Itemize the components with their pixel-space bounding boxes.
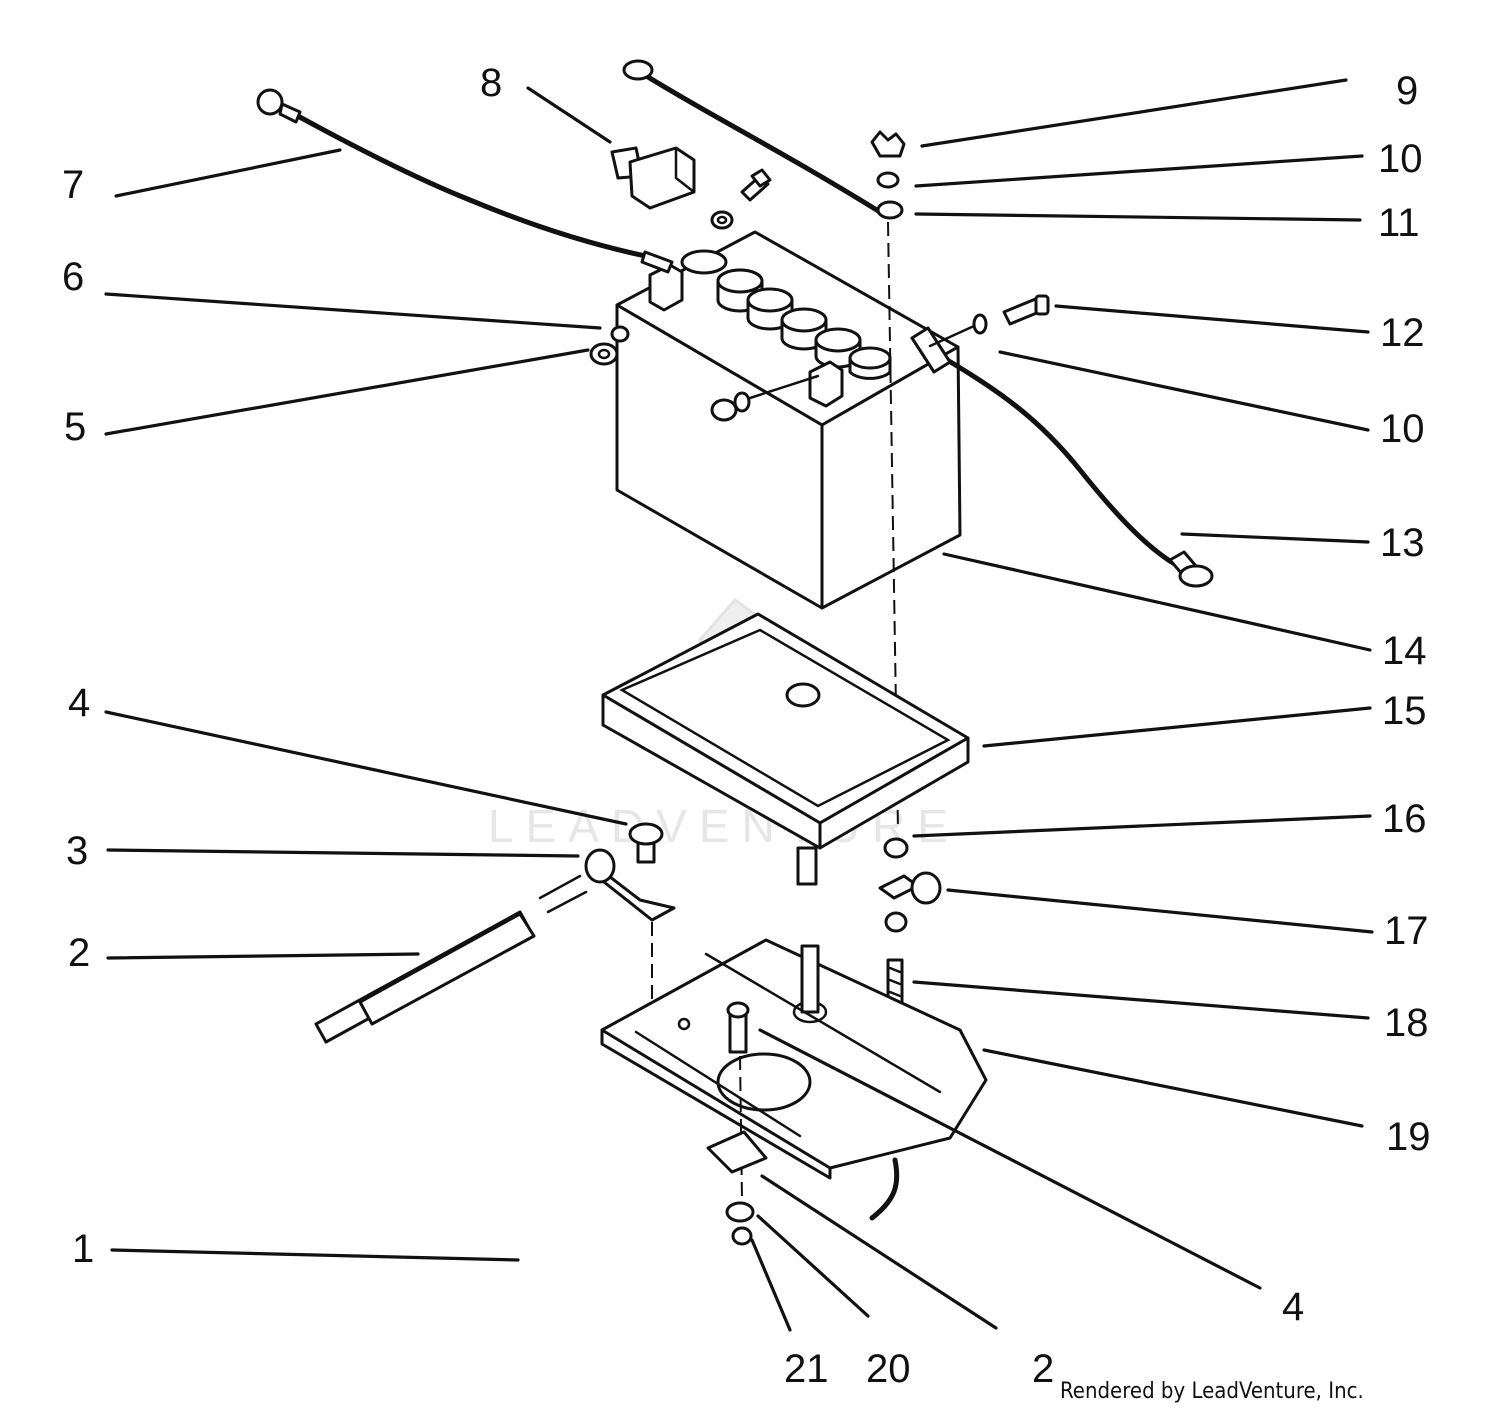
callout-5: 5 <box>64 405 86 449</box>
callout-16: 16 <box>1382 797 1427 841</box>
battery-cable-2[interactable] <box>314 874 588 1044</box>
callout-11: 11 <box>1378 201 1420 245</box>
callout-6: 6 <box>62 255 84 299</box>
positive-terminal <box>808 360 844 408</box>
callout-14: 14 <box>1382 629 1427 673</box>
callout-4a: 4 <box>68 681 90 725</box>
ground-cable[interactable] <box>256 88 674 274</box>
callout-8: 8 <box>480 61 502 105</box>
callout-15: 15 <box>1382 689 1427 733</box>
callout-18: 18 <box>1384 1001 1429 1045</box>
callout-13: 13 <box>1380 521 1425 565</box>
callout-1: 1 <box>72 1227 94 1271</box>
callout-19: 19 <box>1386 1115 1431 1159</box>
callout-2a: 2 <box>68 931 90 975</box>
positive-nut[interactable] <box>710 374 820 422</box>
rod-washer <box>876 171 900 189</box>
battery-mount-plate[interactable] <box>600 938 988 1201</box>
callout-10a: 10 <box>1378 137 1423 181</box>
battery-caps <box>680 249 892 380</box>
negative-nut[interactable] <box>589 325 630 366</box>
callout-2b: 2 <box>1032 1347 1054 1391</box>
tray-drain <box>796 846 818 886</box>
callout-9: 9 <box>1396 69 1418 113</box>
render-credit: Rendered by LeadVenture, Inc. <box>1060 1379 1364 1404</box>
cable-eyelet <box>256 88 284 116</box>
positive-cable[interactable] <box>910 294 1214 588</box>
callouts: 7 8 6 5 9 10 11 12 10 13 14 15 16 17 18 … <box>62 61 1431 1391</box>
callout-17: 17 <box>1384 909 1429 953</box>
callout-20: 20 <box>866 1347 911 1391</box>
battery-cable-1[interactable] <box>409 1130 768 1361</box>
terminal-cover[interactable] <box>610 146 696 210</box>
callout-12: 12 <box>1380 311 1425 355</box>
callout-7: 7 <box>62 163 84 207</box>
hold-down-rod[interactable] <box>622 59 906 831</box>
positive-washer <box>972 313 988 335</box>
cable-clamp-3[interactable] <box>584 822 676 1010</box>
callout-3: 3 <box>66 829 88 873</box>
mount-hole <box>716 1052 812 1112</box>
callout-4b: 4 <box>1282 1285 1304 1329</box>
battery[interactable] <box>615 230 962 610</box>
battery-side <box>820 345 962 610</box>
battery-tray[interactable] <box>601 612 970 886</box>
negative-bolt[interactable] <box>710 168 772 230</box>
mount-post <box>800 944 820 1014</box>
callout-10b: 10 <box>1380 407 1425 451</box>
callout-21: 21 <box>784 1347 829 1391</box>
cable-clamp <box>910 871 942 905</box>
leader-lines <box>104 78 1374 1332</box>
wing-nut <box>870 130 906 158</box>
